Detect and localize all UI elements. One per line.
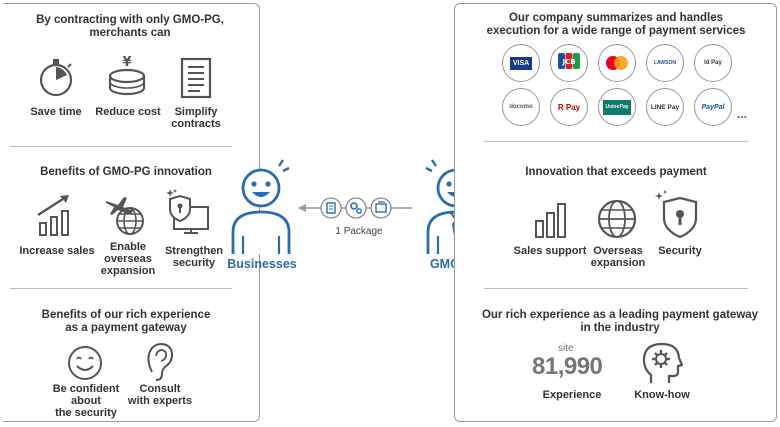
visa-text: VISA — [509, 56, 533, 70]
enable-overseas-label: Enable overseas expansion — [95, 241, 161, 277]
strengthen-line2: security — [172, 257, 216, 269]
mastercard-logo — [598, 44, 636, 82]
simplify-line1: Simplify — [174, 106, 218, 118]
r-pay-logo: R Pay — [550, 88, 588, 126]
unionpay-logo: UnionPay — [598, 88, 636, 126]
contract-title-line1: By contracting with only GMO-PG, — [36, 14, 224, 26]
services-title: Our company summarizes and handles execu… — [462, 12, 770, 38]
enable-line3: expansion — [100, 265, 156, 277]
site-unit-label: site — [558, 343, 574, 354]
overseas-expansion-label: Overseas expansion — [584, 245, 652, 269]
confident-line3: the security — [55, 407, 117, 419]
smiley-icon — [68, 346, 102, 380]
businesses-label: Businesses — [227, 257, 297, 271]
right-divider-2 — [484, 288, 748, 289]
bar-chart-icon — [535, 203, 566, 238]
docomo-logo: docomo — [502, 88, 540, 126]
experience-label: Experience — [542, 389, 602, 401]
paypal-logo: PayPal — [694, 88, 732, 126]
leading-experience-title: Our rich experience as a leading payment… — [462, 309, 778, 335]
enable-line1: Enable — [109, 241, 147, 253]
bar-chart-up-icon — [37, 195, 69, 236]
site-count: 81,990 — [532, 353, 603, 380]
paypal-text: PayPal — [701, 103, 725, 111]
services-title-line1: Our company summarizes and handles — [508, 12, 724, 24]
security-label: Security — [658, 245, 702, 257]
globe-icon — [597, 199, 637, 239]
lawson-text: LAWSON — [654, 59, 676, 66]
contract-title: By contracting with only GMO-PG, merchan… — [10, 14, 250, 40]
right-divider-1 — [484, 141, 748, 142]
more-ellipsis: ... — [736, 107, 747, 121]
overseas-line2: expansion — [590, 257, 646, 269]
shield-monitor-icon — [166, 189, 209, 234]
head-gear-icon — [642, 342, 683, 383]
left-divider-1 — [10, 146, 232, 147]
businesses-person-icon — [231, 159, 291, 254]
consult-line1: Consult — [139, 383, 181, 395]
save-time-label: Save time — [30, 106, 82, 118]
ear-icon — [147, 342, 174, 381]
id-pay-text: ld Pay — [704, 59, 722, 66]
mastercard-mark — [606, 56, 628, 70]
r-pay-text: R Pay — [557, 102, 581, 112]
package-label: 1 Package — [335, 226, 383, 237]
overseas-line1: Overseas — [593, 245, 643, 257]
experience-benefits-title: Benefits of our rich experience as a pay… — [10, 309, 242, 335]
lawson-logo: LAWSON — [646, 44, 684, 82]
strengthen-line1: Strengthen — [164, 245, 224, 257]
reduce-cost-label: Reduce cost — [95, 106, 161, 118]
innovation-exceeds-title: Innovation that exceeds payment — [525, 166, 707, 178]
sales-support-label: Sales support — [513, 245, 587, 257]
innovation-benefits-title: Benefits of GMO-PG innovation — [40, 166, 212, 178]
leading-title-line2: in the industry — [580, 322, 660, 334]
yen-coins-icon: ¥ — [108, 55, 146, 96]
left-divider-2 — [10, 288, 232, 289]
globe-plane-icon — [106, 197, 144, 235]
unionpay-text: UnionPay — [603, 99, 631, 115]
shield-lock-icon — [655, 190, 698, 239]
package-arrow — [298, 197, 412, 219]
svg-text:¥: ¥ — [122, 55, 131, 70]
enable-line2: overseas — [104, 253, 152, 265]
simplify-line2: contracts — [171, 118, 221, 130]
svg-text:JCB: JCB — [561, 58, 575, 66]
confident-line1: Be confident — [52, 383, 120, 395]
stopwatch-icon — [39, 59, 73, 97]
consult-experts-label: Consult with experts — [122, 383, 198, 407]
confident-line2: about — [71, 395, 101, 407]
leading-title-line1: Our rich experience as a leading payment… — [481, 309, 759, 321]
be-confident-label: Be confident about the security — [44, 383, 128, 419]
simplify-contracts-label: Simplify contracts — [164, 106, 228, 130]
consult-line2: with experts — [127, 395, 193, 407]
visa-logo: VISA — [502, 44, 540, 82]
line-pay-logo: LINE Pay — [646, 88, 684, 126]
jcb-logo: JCB — [550, 44, 588, 82]
experience-title-line1: Benefits of our rich experience — [41, 309, 211, 321]
contract-title-line2: merchants can — [89, 27, 171, 39]
services-title-line2: execution for a wide range of payment se… — [486, 25, 746, 37]
jcb-mark: JCB — [558, 52, 580, 74]
experience-title-line2: as a payment gateway — [65, 322, 187, 334]
id-pay-logo: ld Pay — [694, 44, 732, 82]
docomo-text: docomo — [509, 103, 533, 110]
increase-sales-label: Increase sales — [19, 245, 95, 257]
document-icon — [180, 57, 212, 99]
line-pay-text: LINE Pay — [650, 103, 680, 111]
know-how-label: Know-how — [634, 389, 690, 401]
strengthen-security-label: Strengthen security — [160, 245, 228, 269]
